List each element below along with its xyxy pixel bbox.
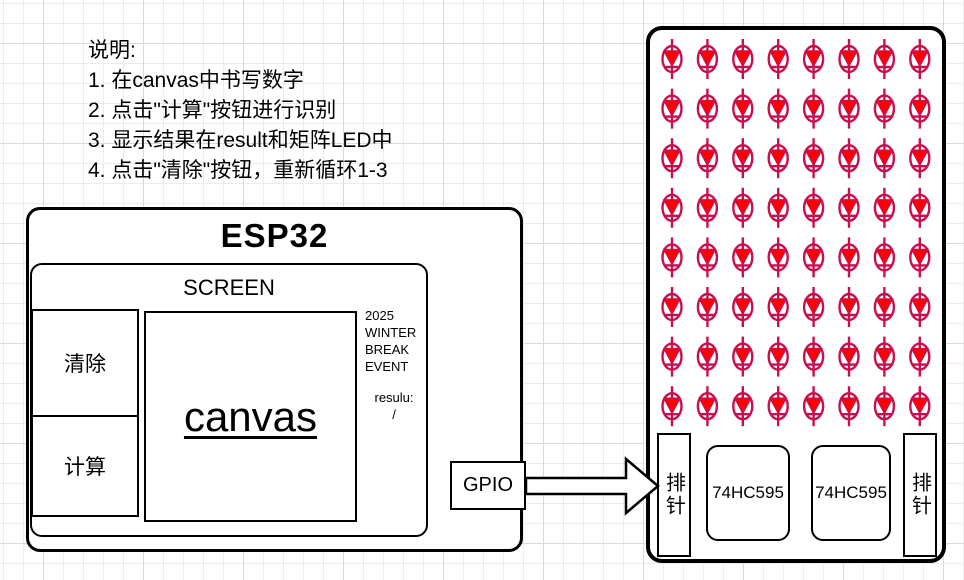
led-icon — [838, 186, 860, 230]
led-icon — [802, 87, 825, 130]
note-line-4: EVENT — [365, 359, 409, 374]
instruction-step-1: 1. 在canvas中书写数字 — [88, 69, 304, 92]
drawing-canvas[interactable]: canvas — [144, 311, 357, 522]
instruction-step-3: 3. 显示结果在result和矩阵LED中 — [88, 129, 393, 152]
led-icon — [732, 285, 754, 329]
led-icon — [909, 285, 931, 329]
pin-header-left: 排针 — [657, 433, 691, 557]
screen-panel: SCREEN 清除 计算 canvas 2025 WINTER BREAK EV… — [30, 263, 428, 537]
calc-button[interactable]: 计算 — [31, 415, 139, 517]
led-icon — [767, 37, 789, 81]
led-icon — [696, 285, 719, 329]
led-icon — [661, 335, 683, 378]
led-icon — [802, 285, 825, 329]
led-icon — [873, 385, 896, 428]
led-icon — [909, 335, 931, 378]
led-icon — [909, 136, 931, 180]
led-icon — [873, 37, 896, 81]
led-icon — [661, 37, 683, 81]
led-icon — [767, 136, 789, 180]
shift-register-chip-2: 74HC595 — [811, 445, 891, 541]
led-icon — [802, 236, 825, 279]
instruction-step-4: 4. 点击"清除"按钮，重新循环1-3 — [88, 159, 388, 182]
led-icon — [661, 385, 683, 428]
led-icon — [873, 335, 896, 378]
led-icon — [661, 236, 683, 279]
led-icon — [873, 136, 896, 180]
canvas-label: canvas — [183, 392, 318, 440]
led-icon — [802, 136, 825, 180]
led-icon — [696, 136, 719, 180]
led-icon — [696, 385, 719, 428]
led-icon — [732, 136, 754, 180]
led-icon — [838, 87, 860, 130]
clear-button[interactable]: 清除 — [31, 309, 139, 417]
led-icon — [767, 285, 789, 329]
led-icon — [767, 385, 789, 428]
led-icon — [696, 186, 719, 230]
note-line-1: 2025 — [365, 308, 394, 323]
led-icon — [909, 87, 931, 130]
led-icon — [838, 37, 860, 81]
result-label: resulu: — [374, 390, 414, 405]
led-icon — [732, 236, 754, 279]
led-icon — [802, 186, 825, 230]
led-grid — [661, 37, 931, 428]
led-icon — [838, 236, 860, 279]
instructions-block: 说明: 1. 在canvas中书写数字 2. 点击"计算"按钮进行识别 3. 显… — [88, 36, 393, 186]
led-icon — [909, 236, 931, 279]
led-icon — [838, 136, 860, 180]
instruction-step-2: 2. 点击"计算"按钮进行识别 — [88, 99, 337, 122]
led-icon — [909, 37, 931, 81]
led-icon — [802, 385, 825, 428]
led-icon — [909, 385, 931, 428]
led-icon — [802, 335, 825, 378]
led-icon — [873, 186, 896, 230]
led-icon — [732, 335, 754, 378]
led-icon — [696, 87, 719, 130]
led-icon — [873, 285, 896, 329]
instructions-title: 说明: — [88, 39, 136, 62]
led-icon — [873, 87, 896, 130]
led-icon — [661, 186, 683, 230]
led-icon — [909, 186, 931, 230]
screen-title: SCREEN — [183, 275, 275, 300]
led-icon — [767, 186, 789, 230]
led-icon — [732, 186, 754, 230]
gpio-to-matrix-arrow — [524, 456, 660, 516]
shift-register-chip-1: 74HC595 — [706, 445, 790, 541]
led-icon — [767, 236, 789, 279]
gpio-port: GPIO — [450, 461, 526, 510]
led-icon — [838, 335, 860, 378]
led-icon — [661, 285, 683, 329]
note-line-2: WINTER — [365, 325, 417, 340]
led-icon — [661, 87, 683, 130]
led-icon — [732, 37, 754, 81]
led-icon — [732, 385, 754, 428]
led-icon — [838, 285, 860, 329]
pin-header-right: 排针 — [903, 433, 937, 557]
esp32-title: ESP32 — [220, 217, 329, 254]
led-icon — [696, 37, 719, 81]
led-icon — [767, 87, 789, 130]
led-icon — [661, 136, 683, 180]
led-icon — [838, 385, 860, 428]
button-column: 清除 计算 — [31, 309, 139, 517]
led-icon — [696, 236, 719, 279]
side-note: 2025 WINTER BREAK EVENT resulu: / — [365, 307, 427, 423]
led-icon — [732, 87, 754, 130]
result-value: / — [392, 407, 396, 422]
led-matrix-module: 排针 74HC595 74HC595 排针 — [646, 26, 946, 563]
esp32-board: ESP32 SCREEN 清除 计算 canvas 2025 WINTER BR… — [26, 207, 526, 552]
led-icon — [767, 335, 789, 378]
note-line-3: BREAK — [365, 342, 410, 357]
led-icon — [696, 335, 719, 378]
led-icon — [873, 236, 896, 279]
led-icon — [802, 37, 825, 81]
result-block: resulu: / — [365, 389, 423, 423]
